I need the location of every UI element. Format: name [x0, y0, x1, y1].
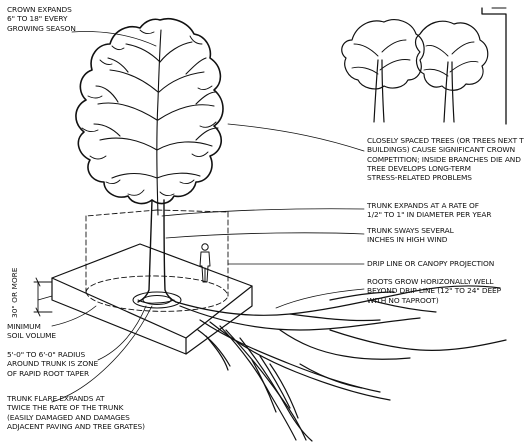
trunk-expansion-label: TRUNK EXPANDS AT A RATE OF 1/2" TO 1" IN…: [367, 201, 492, 220]
main-crown-outline: [75, 18, 224, 205]
roots: [175, 285, 507, 442]
root-taper-radius-label: 5'-0" TO 6'-0" RADIUS AROUND TRUNK IS ZO…: [7, 350, 99, 378]
trunk-flare-label: TRUNK FLARE EXPANDS AT TWICE THE RATE OF…: [7, 394, 145, 431]
soil-depth-dimension: [33, 277, 53, 317]
crown-competition-label: CLOSELY SPACED TREES (OR TREES NEXT TO B…: [367, 136, 524, 183]
soil-volume-label: MINIMUM SOIL VOLUME: [7, 322, 57, 341]
soil-volume-box: [51, 243, 253, 355]
leader-lines: [37, 31, 365, 403]
drip-line-label: DRIP LINE OR CANOPY PROJECTION: [367, 259, 495, 268]
crown-lobe-marks: [81, 29, 217, 197]
soil-depth-label: 30" OR MORE: [10, 267, 19, 318]
human-figure: [199, 243, 211, 283]
drip-line: [85, 209, 229, 312]
inset-crowded-trees: [341, 7, 507, 125]
root-growth-label: ROOTS GROW HORIZONALLY WELL BEYOND DRIP …: [367, 277, 501, 305]
crown-branches: [93, 29, 219, 216]
crown-expansion-label: CROWN EXPANDS 6" TO 18" EVERY GROWING SE…: [7, 5, 76, 33]
trunk-sway-label: TRUNK SWAYS SEVERAL INCHES IN HIGH WIND: [367, 226, 454, 245]
trunk: [137, 199, 177, 303]
trunk-flare-rings: [132, 291, 182, 309]
